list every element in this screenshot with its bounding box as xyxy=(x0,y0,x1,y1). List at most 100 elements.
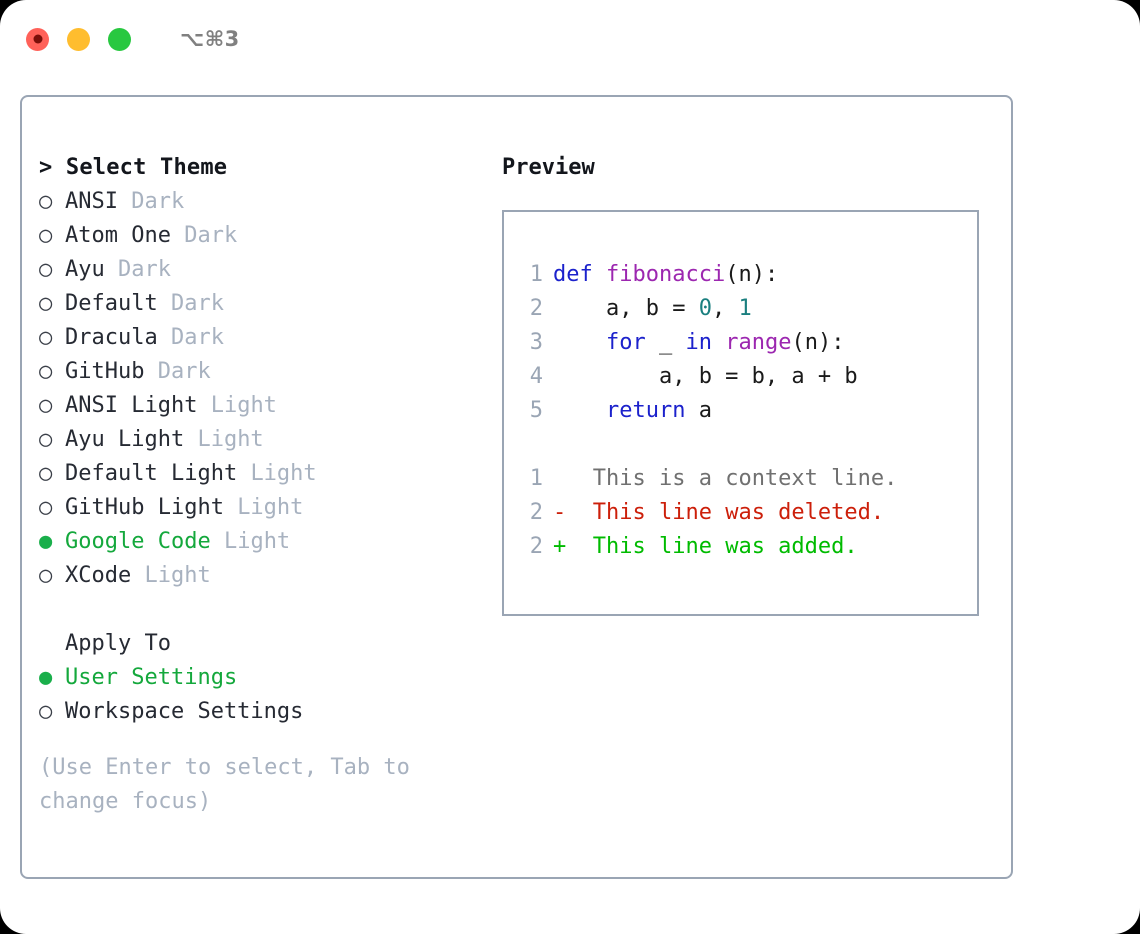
theme-list-item[interactable]: ● Google Code Light xyxy=(39,525,489,559)
code-line: 5 return a xyxy=(521,394,897,428)
code-token xyxy=(553,330,606,355)
theme-name: Ayu Light xyxy=(65,427,198,452)
theme-name: GitHub xyxy=(65,359,158,384)
code-token: in xyxy=(685,330,712,355)
preview-heading: Preview xyxy=(502,155,595,180)
diff-text: This line was added. xyxy=(592,534,858,559)
apply-to-option-label: Workspace Settings xyxy=(65,699,304,724)
theme-list-item[interactable]: ○ GitHub Dark xyxy=(39,355,489,389)
radio-unselected-icon: ○ xyxy=(39,699,66,724)
theme-kind-badge: Dark xyxy=(170,325,224,350)
code-token: return xyxy=(605,398,686,423)
code-token: 0 xyxy=(698,296,712,321)
radio-unselected-icon: ○ xyxy=(39,427,66,452)
radio-unselected-icon: ○ xyxy=(39,291,66,316)
code-token: a, b = xyxy=(553,296,699,321)
theme-list-item[interactable]: ○ Atom One Dark xyxy=(39,219,489,253)
code-diff-spacer xyxy=(521,428,897,462)
theme-list-item[interactable]: ○ ANSI Light Light xyxy=(39,389,489,423)
line-number: 2 xyxy=(529,534,543,559)
code-token: def xyxy=(553,262,593,287)
radio-unselected-icon: ○ xyxy=(39,563,66,588)
theme-list-item[interactable]: ○ ANSI Dark xyxy=(39,185,489,219)
diff-sign xyxy=(553,466,593,491)
radio-selected-icon: ● xyxy=(39,665,66,690)
code-token: (n): xyxy=(791,330,845,355)
radio-unselected-icon: ○ xyxy=(39,359,66,384)
close-button[interactable] xyxy=(26,27,49,51)
maximize-button[interactable] xyxy=(108,27,131,51)
theme-list-item[interactable]: ○ Ayu Dark xyxy=(39,253,489,287)
code-token: (n): xyxy=(725,262,779,287)
theme-kind-badge: Dark xyxy=(184,223,238,248)
list-spacer xyxy=(39,593,489,627)
diff-sign: - xyxy=(553,500,593,525)
code-token: 1 xyxy=(738,296,752,321)
radio-unselected-icon: ○ xyxy=(39,393,66,418)
apply-to-option[interactable]: ○ Workspace Settings xyxy=(39,695,489,729)
line-number: 1 xyxy=(529,466,543,491)
diff-line: 2- This line was deleted. xyxy=(521,496,897,530)
radio-unselected-icon: ○ xyxy=(39,223,66,248)
diff-text: This is a context line. xyxy=(592,466,898,491)
code-token: a, b = b, a + b xyxy=(553,364,858,389)
radio-unselected-icon: ○ xyxy=(39,257,66,282)
select-theme-heading: > Select Theme xyxy=(39,151,489,185)
radio-selected-icon: ● xyxy=(39,529,66,554)
theme-name: XCode xyxy=(65,563,145,588)
minimize-button[interactable] xyxy=(67,27,90,51)
theme-name: Default Light xyxy=(65,461,251,486)
theme-name: Atom One xyxy=(65,223,185,248)
theme-name: GitHub Light xyxy=(65,495,238,520)
theme-list-item[interactable]: ○ GitHub Light Light xyxy=(39,491,489,525)
theme-kind-badge: Dark xyxy=(131,189,185,214)
theme-list-item[interactable]: ○ XCode Light xyxy=(39,559,489,593)
theme-kind-badge: Light xyxy=(144,563,211,588)
radio-unselected-icon: ○ xyxy=(39,461,66,486)
code-token: a xyxy=(685,398,712,423)
theme-kind-badge: Light xyxy=(223,529,291,554)
radio-unselected-icon: ○ xyxy=(39,495,66,520)
theme-list-item[interactable]: ○ Dracula Dark xyxy=(39,321,489,355)
code-line: 2 a, b = 0, 1 xyxy=(521,292,897,326)
theme-list-item[interactable]: ○ Default Light Light xyxy=(39,457,489,491)
apply-to-list: ● User Settings○ Workspace Settings xyxy=(39,661,489,729)
theme-kind-badge: Light xyxy=(237,495,304,520)
keyboard-hint: (Use Enter to select, Tab to change focu… xyxy=(39,755,410,814)
apply-to-heading: Apply To xyxy=(39,627,489,661)
theme-name: ANSI Light xyxy=(65,393,211,418)
apply-to-option[interactable]: ● User Settings xyxy=(39,661,489,695)
theme-name: ANSI xyxy=(65,189,132,214)
line-number: 1 xyxy=(529,262,543,287)
title-bar: ⌥⌘3 xyxy=(0,0,1140,78)
code-token: range xyxy=(725,330,792,355)
recording-indicator-icon xyxy=(33,34,42,44)
theme-selector-column: > Select Theme ○ ANSI Dark○ Atom One Dar… xyxy=(39,151,489,819)
code-token: , xyxy=(711,296,739,321)
theme-name: Ayu xyxy=(65,257,118,282)
theme-kind-badge: Dark xyxy=(117,257,171,282)
select-theme-label: Select Theme xyxy=(65,155,228,180)
prompt-caret: > xyxy=(39,155,66,180)
code-token xyxy=(553,398,606,423)
window-controls xyxy=(26,27,131,51)
theme-kind-badge: Light xyxy=(210,393,277,418)
code-token xyxy=(593,262,606,287)
theme-list-item[interactable]: ○ Ayu Light Light xyxy=(39,423,489,457)
theme-kind-badge: Dark xyxy=(157,359,211,384)
apply-to-label: Apply To xyxy=(65,631,171,656)
theme-name: Dracula xyxy=(65,325,171,350)
theme-kind-badge: Dark xyxy=(170,291,224,316)
code-token: for xyxy=(605,330,646,355)
theme-list-item[interactable]: ○ Default Dark xyxy=(39,287,489,321)
diff-sign: + xyxy=(553,534,593,559)
code-line: 4 a, b = b, a + b xyxy=(521,360,897,394)
line-number: 2 xyxy=(529,296,543,321)
theme-kind-badge: Light xyxy=(250,461,317,486)
code-line: 3 for _ in range(n): xyxy=(521,326,897,360)
theme-list: ○ ANSI Dark○ Atom One Dark○ Ayu Dark○ De… xyxy=(39,185,489,593)
diff-text: This line was deleted. xyxy=(592,500,885,525)
